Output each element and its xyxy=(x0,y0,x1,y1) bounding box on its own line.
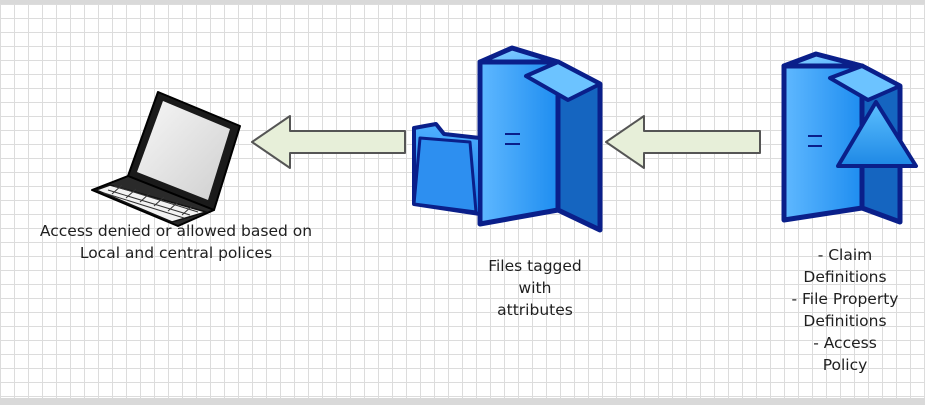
triangle-icon xyxy=(836,100,918,168)
diagram-graphic xyxy=(91,45,918,233)
policy-caption-line: - Access xyxy=(813,334,877,352)
policy-caption-line: - Claim xyxy=(817,246,873,264)
policy-caption-line: Policy xyxy=(822,356,868,374)
arrow-to-file-server xyxy=(605,115,761,169)
arrow-to-client xyxy=(251,115,406,169)
policy-caption-line: Definitions xyxy=(803,268,887,286)
file-server-caption-line: attributes xyxy=(497,301,573,319)
policy-caption-line: - File Property xyxy=(791,290,899,308)
client-caption-line: Access denied or allowed based on xyxy=(39,222,313,240)
policy-server-caption: - Claim Definitions - File Property Defi… xyxy=(770,244,920,376)
folder-icon xyxy=(412,122,482,216)
file-server-caption-line: with xyxy=(518,279,552,297)
file-server-icon xyxy=(477,45,603,233)
diagram-canvas: Access denied or allowed based on Local … xyxy=(0,4,925,398)
client-caption: Access denied or allowed based on Local … xyxy=(8,220,344,264)
client-caption-line: Local and central polices xyxy=(79,244,273,262)
laptop-icon xyxy=(91,91,241,227)
file-server-caption: Files tagged with attributes xyxy=(460,255,610,321)
file-server-caption-line: Files tagged xyxy=(488,257,582,275)
policy-caption-line: Definitions xyxy=(803,312,887,330)
